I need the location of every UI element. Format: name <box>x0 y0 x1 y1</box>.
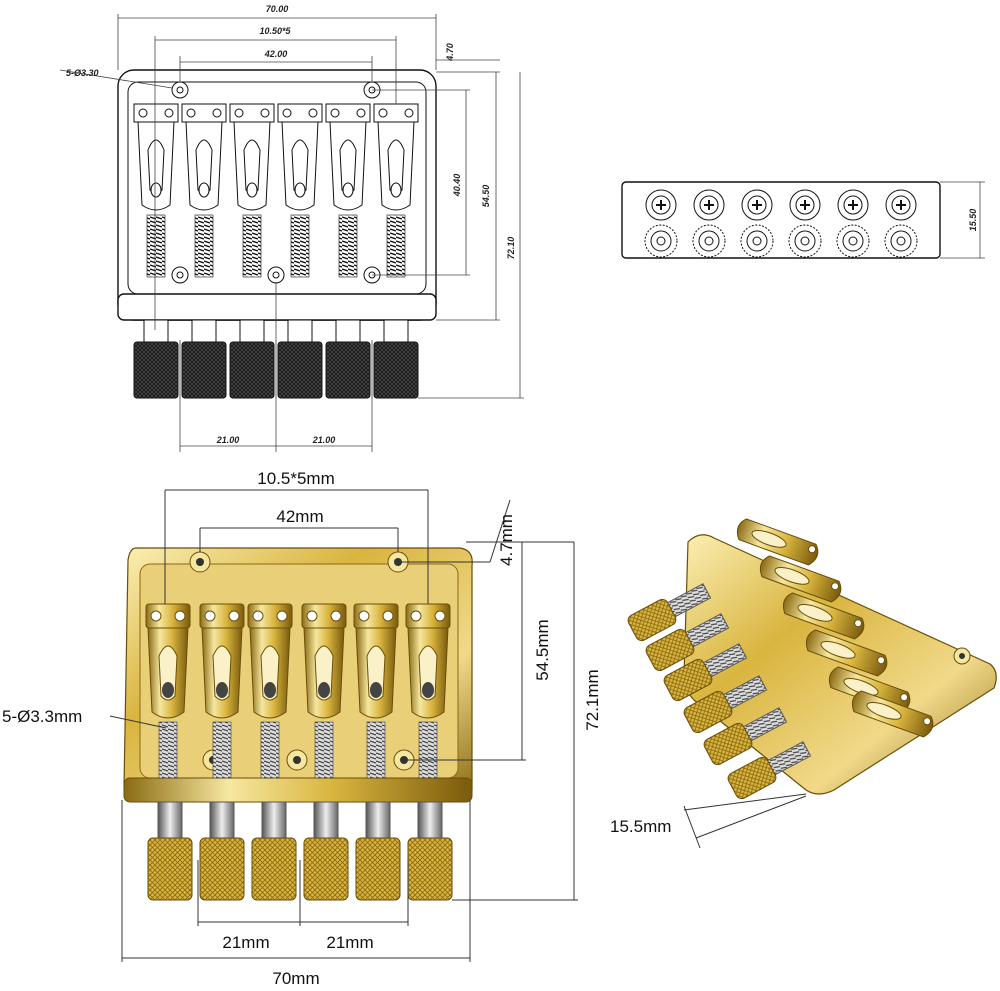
gold-knob <box>147 801 193 901</box>
photo-front-view: 10.5*5mm 42mm 4.7mm 54.5mm 72.1mm 5-Ø3.3… <box>2 469 602 988</box>
dim-hole-callout: 5-Ø3.30 <box>66 68 99 78</box>
technical-dimensions <box>59 14 524 452</box>
angled-saddle <box>851 690 934 738</box>
label-total-length: 72.1mm <box>583 669 602 730</box>
dim-body-length: 54.50 <box>481 185 491 208</box>
dim-hole-span: 42.00 <box>264 49 288 59</box>
gold-saddle <box>405 603 451 779</box>
saddle <box>133 103 179 278</box>
angled-saddle <box>805 629 888 677</box>
saddle <box>277 103 323 278</box>
saddle <box>325 103 371 278</box>
gold-saddle <box>353 603 399 779</box>
gold-saddle-group <box>145 603 451 779</box>
angled-dimensions <box>683 793 807 849</box>
technical-top-view: 70.00 10.50*5 42.00 5-Ø3.30 4.70 40.40 5… <box>59 4 524 452</box>
gold-knob <box>407 801 453 901</box>
knob-group <box>133 319 419 399</box>
label-overall-width: 70mm <box>272 969 319 988</box>
angled-saddle-group <box>736 518 934 738</box>
dim-knob-gap-left: 21.00 <box>216 435 240 445</box>
angled-knob <box>703 707 788 766</box>
gold-front-lip <box>123 777 473 803</box>
dim-total-length: 72.10 <box>506 237 516 260</box>
label-hole-callout: 5-Ø3.3mm <box>2 707 82 726</box>
dim-top-offset: 4.70 <box>445 43 455 62</box>
gold-knob <box>355 801 401 901</box>
gold-saddle <box>247 603 293 779</box>
gold-knob <box>251 801 297 901</box>
label-knob-gap-left: 21mm <box>222 933 269 952</box>
plate-front-lip <box>117 293 437 321</box>
angled-knob <box>727 741 812 800</box>
photo-angled-view: 15.5mm <box>610 518 997 849</box>
gold-saddle <box>199 603 245 779</box>
saddle <box>229 103 275 278</box>
gold-saddle <box>145 603 191 779</box>
label-hole-span: 42mm <box>276 507 323 526</box>
side-knobs-lower <box>644 224 918 258</box>
saddle <box>181 103 227 278</box>
dim-spacing: 10.50*5 <box>259 26 291 36</box>
dim-overall-width: 70.00 <box>266 4 289 14</box>
dim-side-height: 15.50 <box>968 209 978 232</box>
angled-saddle <box>782 592 865 640</box>
technical-side-view: 15.50 <box>621 181 985 259</box>
saddle-group <box>133 103 419 278</box>
angled-knob-group <box>627 583 812 800</box>
knurled-knob <box>277 319 323 399</box>
dim-inner-length: 40.40 <box>452 174 462 198</box>
saddle <box>373 103 419 278</box>
knurled-knob <box>373 319 419 399</box>
photo-dimensions <box>109 489 578 962</box>
knurled-knob <box>133 319 179 399</box>
angled-knob <box>627 583 712 642</box>
label-side-height: 15.5mm <box>610 817 671 836</box>
knurled-knob <box>229 319 275 399</box>
angled-saddle <box>736 518 819 566</box>
label-top-offset: 4.7mm <box>497 514 516 566</box>
angled-knob <box>645 613 730 672</box>
label-knob-gap-right: 21mm <box>326 933 373 952</box>
side-screws-upper <box>645 189 917 221</box>
angled-saddle <box>759 555 842 603</box>
gold-knob-group <box>147 801 453 901</box>
label-body-length: 54.5mm <box>533 619 552 680</box>
gold-saddle <box>301 603 347 779</box>
gold-knob <box>303 801 349 901</box>
label-spacing: 10.5*5mm <box>257 469 334 488</box>
knurled-knob <box>325 319 371 399</box>
angled-knob <box>683 675 768 734</box>
angled-knob <box>663 643 748 702</box>
dim-knob-gap-right: 21.00 <box>312 435 336 445</box>
gold-knob <box>199 801 245 901</box>
knurled-knob <box>181 319 227 399</box>
